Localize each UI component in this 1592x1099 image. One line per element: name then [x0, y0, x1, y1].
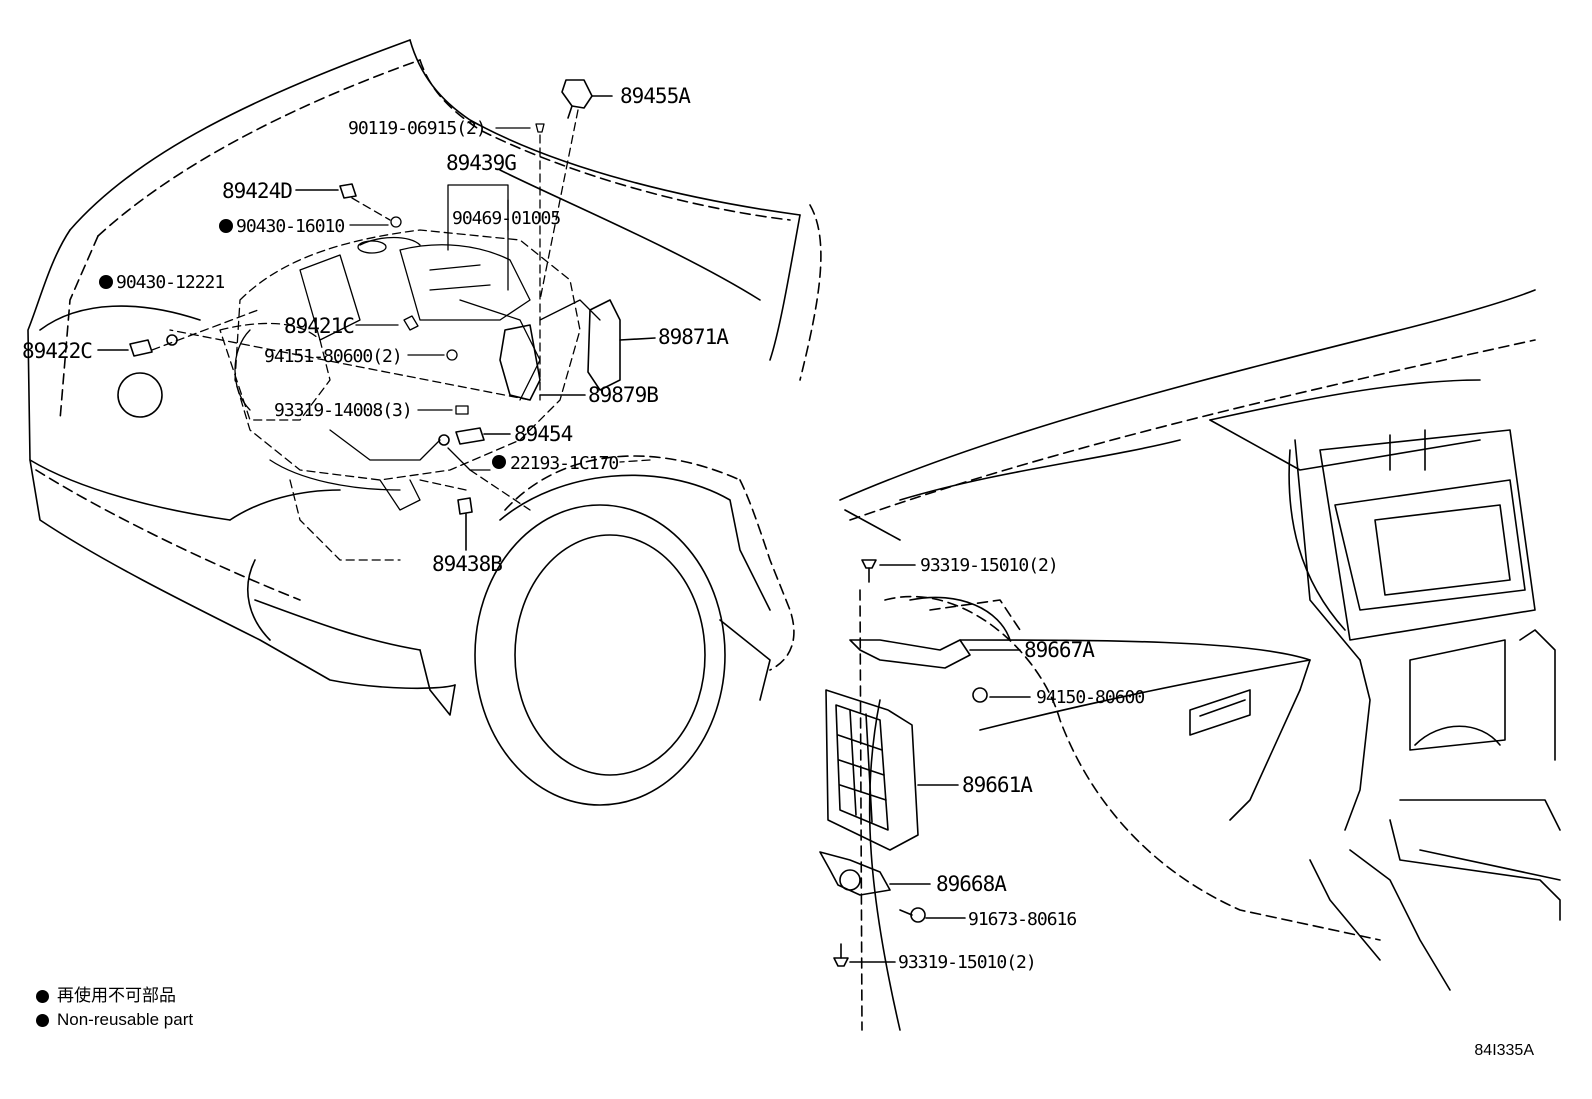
label-89438B: 89438B	[432, 552, 502, 576]
label-94150: 94150-80600	[1036, 687, 1144, 708]
label-93319-15010-bot: 93319-15010(2)	[898, 952, 1036, 973]
part-89667A-bracket	[849, 639, 1021, 669]
label-90119: 90119-06915(2)	[348, 118, 486, 139]
figure-code: 84I335A	[1474, 1042, 1534, 1059]
label-91673: 91673-80616	[968, 909, 1076, 930]
fender-and-wheel	[474, 455, 795, 806]
label-90430-16010: 90430-16010	[236, 216, 344, 237]
label-89668A: 89668A	[936, 872, 1007, 896]
non-reusable-dot	[219, 219, 233, 233]
bullet-icon	[36, 989, 49, 1003]
label-93319-14008: 93319-14008(3)	[274, 400, 412, 421]
callout-labels: 89455A 90119-06915(2) 89439G 89424D 9046…	[22, 84, 1145, 973]
part-fasteners-right	[833, 559, 1031, 967]
non-reusable-dot	[99, 275, 113, 289]
label-89879B: 89879B	[588, 383, 658, 407]
legend-text-jp: 再使用不可部品	[57, 986, 176, 1005]
part-89455A	[561, 79, 613, 119]
bullet-icon	[36, 1013, 49, 1027]
part-89424D	[295, 183, 357, 199]
non-reusable-dot	[492, 455, 506, 469]
part-89438B	[457, 497, 473, 551]
label-93319-15010-top: 93319-15010(2)	[920, 555, 1058, 576]
label-89455A: 89455A	[620, 84, 691, 108]
label-90430-12221: 90430-12221	[116, 272, 224, 293]
part-89871A	[587, 299, 656, 391]
label-94151: 94151-80600(2)	[264, 346, 402, 367]
label-89661A: 89661A	[962, 773, 1033, 797]
part-89879B	[499, 324, 586, 401]
hood-outline	[69, 39, 822, 381]
label-89667A: 89667A	[1024, 638, 1095, 662]
dashboard	[839, 289, 1561, 1031]
part-89661A-ecu	[825, 689, 959, 851]
engine	[219, 229, 601, 561]
label-89424D: 89424D	[222, 179, 292, 203]
label-89422C: 89422C	[22, 339, 92, 363]
legend-text-en: Non-reusable part	[57, 1010, 194, 1029]
legend-row-jp: 再使用不可部品	[36, 984, 193, 1008]
label-89454: 89454	[514, 422, 573, 446]
part-89454	[438, 427, 511, 446]
label-89439G: 89439G	[446, 151, 516, 175]
label-22193: 22193-1C170	[510, 453, 618, 474]
label-89871A: 89871A	[658, 325, 729, 349]
legend: 再使用不可部品 Non-reusable part	[36, 984, 193, 1032]
legend-row-en: Non-reusable part	[36, 1008, 193, 1032]
label-90469: 90469-01005	[452, 208, 560, 229]
part-89422C	[97, 334, 178, 357]
leader-lines	[151, 109, 651, 511]
part-89668A-bracket	[819, 851, 931, 896]
label-89421C: 89421C	[284, 314, 354, 338]
front-body	[27, 229, 456, 716]
